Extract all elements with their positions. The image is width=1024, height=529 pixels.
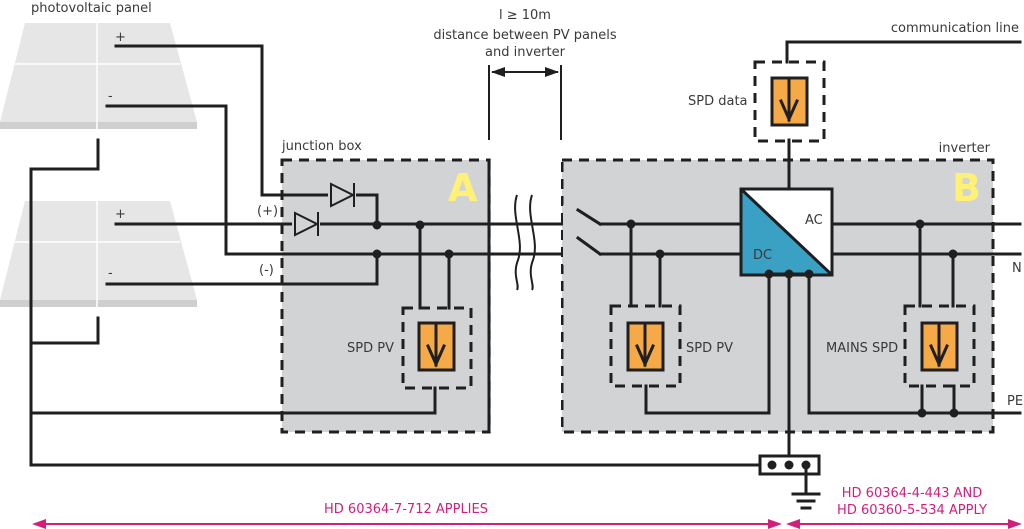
communication-line-label: communication line — [891, 21, 1019, 36]
dc-label: DC — [753, 248, 772, 263]
spd-arrow — [635, 344, 655, 368]
switch-icon — [575, 235, 603, 257]
communication-line-wire — [785, 40, 1022, 64]
pv-panel-top — [0, 23, 197, 129]
break-mark-icon — [514, 194, 521, 291]
node — [767, 460, 777, 470]
ac-label: AC — [805, 213, 823, 228]
spd-data-enclosure — [753, 60, 826, 143]
node — [372, 249, 382, 259]
inverter-letter: B — [952, 166, 981, 210]
switch-icon — [575, 207, 603, 227]
distance-label-1: l ≥ 10m — [499, 8, 551, 23]
arrow-left-icon — [32, 519, 46, 529]
pe-label: PE — [1007, 394, 1023, 409]
standard-right-label-2: HD 60360-5-534 APPLY — [837, 503, 987, 518]
mains-spd-enclosure — [903, 304, 976, 388]
spd-arrow — [426, 344, 446, 368]
spd-pv-b-enclosure — [609, 304, 682, 388]
standard-right-label-1: HD 60364-4-443 AND — [842, 486, 983, 501]
inverter-label: inverter — [939, 141, 991, 156]
pv-panel-bottom — [0, 201, 197, 307]
diode-icon — [292, 211, 320, 238]
spd-pv-a-enclosure — [401, 306, 473, 390]
ground-icon — [791, 492, 821, 510]
converter-diagonal — [739, 187, 834, 277]
pe-wire-junction — [29, 386, 437, 415]
junction-box-letter: A — [448, 166, 478, 210]
minus-terminal-label: (-) — [259, 263, 274, 278]
junction-box-label: junction box — [281, 139, 362, 154]
node — [949, 408, 959, 418]
arrow-head-icon — [491, 67, 505, 77]
spd-data-label: SPD data — [688, 94, 748, 109]
standard-left-label: HD 60364-7-712 APPLIES — [324, 502, 488, 517]
diode-icon — [328, 182, 356, 208]
panel-bottom-minus: - — [108, 266, 113, 281]
arrow-right-icon — [1008, 519, 1022, 529]
break-mark-icon — [529, 194, 536, 291]
pv-panel-label: photovoltaic panel — [31, 1, 152, 16]
node — [764, 269, 774, 279]
plus-terminal-label: (+) — [257, 204, 278, 219]
arrow-head-icon — [545, 67, 559, 77]
spd-b-pe-wire — [644, 272, 771, 415]
wire-panel1-plus — [114, 44, 379, 227]
panel-top-plus: + — [115, 30, 126, 45]
spd-arrow — [929, 344, 949, 368]
distance-label-3: and inverter — [485, 45, 566, 60]
node — [372, 220, 382, 230]
panel-top-minus: - — [108, 89, 113, 104]
distance-label-2: distance between PV panels — [433, 28, 616, 43]
panel-bottom-plus: + — [115, 207, 126, 222]
junction-box-area — [282, 160, 489, 432]
node — [917, 408, 927, 418]
n-label: N — [1012, 261, 1022, 276]
spd-pv-b-label: SPD PV — [686, 341, 733, 356]
inverter-border — [560, 158, 995, 434]
mains-spd-label: MAINS SPD — [826, 341, 898, 356]
earth-wire-panel — [29, 138, 762, 467]
wire-panel1-minus — [105, 104, 228, 256]
earth-wire-panel-2 — [29, 316, 100, 345]
spd-pv-a-label: SPD PV — [347, 341, 394, 356]
node — [784, 460, 794, 470]
wire-panel2-minus — [105, 252, 379, 286]
spd-arrow — [779, 99, 799, 123]
arrow-right-icon — [768, 519, 782, 529]
arrow-left-icon — [786, 519, 800, 529]
